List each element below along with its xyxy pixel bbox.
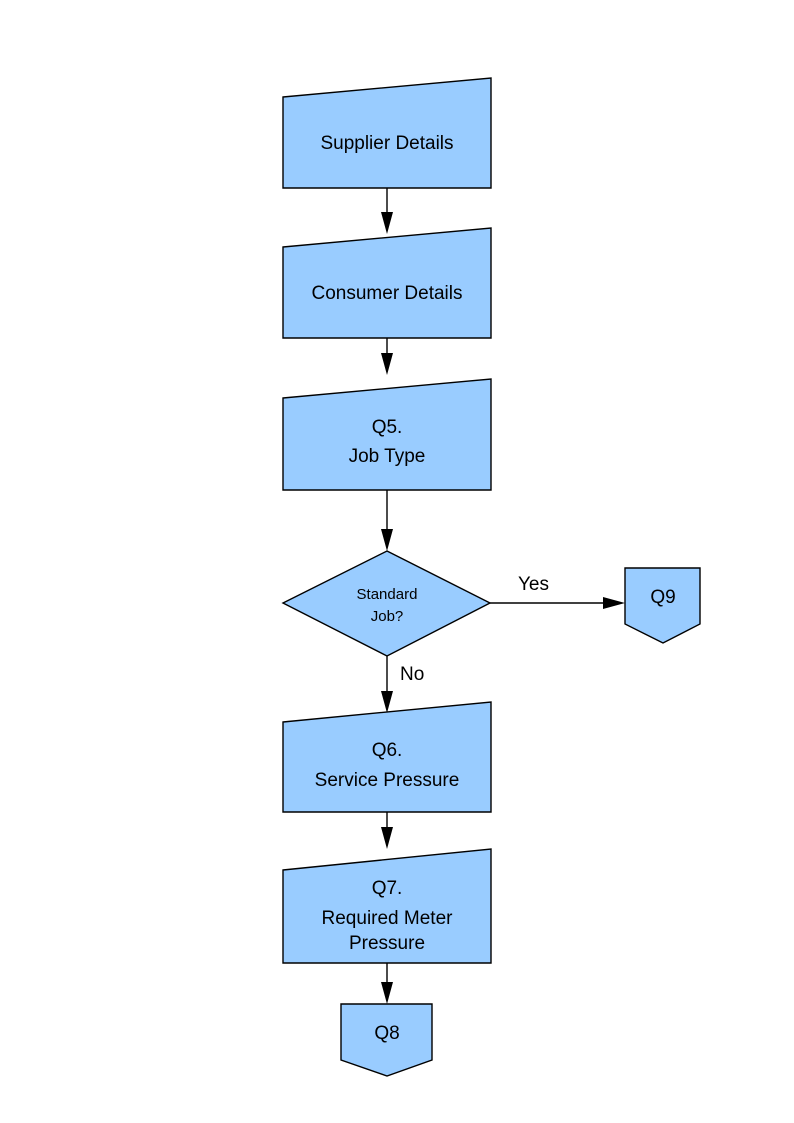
node-q8-shape[interactable]: [340, 1003, 433, 1077]
node-q8-label: Q8: [374, 1023, 399, 1044]
node-q5-job-type-shape[interactable]: [282, 378, 492, 491]
node-q7-required-meter-pressure[interactable]: Q7. Required Meter Pressure: [282, 848, 492, 964]
node-q6-service-pressure[interactable]: Q6. Service Pressure: [282, 701, 492, 813]
node-q5-job-type[interactable]: Q5. Job Type: [282, 378, 492, 491]
node-q7-required-meter-pressure-label-line3: Pressure: [349, 933, 425, 954]
node-q9-label: Q9: [650, 587, 675, 608]
node-q6-service-pressure-label-line2: Service Pressure: [315, 770, 460, 791]
edge-q5-to-decision: [381, 490, 393, 551]
edge-decision-no-to-q6: No: [381, 656, 424, 713]
node-q9-shape[interactable]: [624, 567, 701, 644]
node-standard-job-decision-shape[interactable]: [281, 550, 492, 657]
edge-consumer-to-q5: [381, 338, 393, 375]
node-supplier-details-label: Supplier Details: [320, 133, 453, 154]
node-q9[interactable]: Q9: [624, 567, 701, 644]
edge-supplier-to-consumer: [381, 188, 393, 234]
node-q7-required-meter-pressure-label-line2: Required Meter: [322, 908, 454, 929]
node-standard-job-decision[interactable]: Standard Job?: [281, 550, 492, 657]
node-supplier-details[interactable]: Supplier Details: [282, 77, 492, 189]
node-consumer-details-label: Consumer Details: [312, 283, 463, 304]
edge-label-no: No: [400, 664, 424, 685]
node-standard-job-decision-label-line1: Standard: [357, 586, 418, 603]
edge-label-yes: Yes: [518, 574, 549, 595]
node-q7-required-meter-pressure-label-line1: Q7.: [372, 878, 403, 899]
edge-decision-yes-to-q9: Yes: [490, 574, 625, 609]
node-q5-job-type-label-line2: Job Type: [349, 446, 426, 467]
node-consumer-details[interactable]: Consumer Details: [282, 227, 492, 339]
node-q6-service-pressure-shape[interactable]: [282, 701, 492, 813]
node-q6-service-pressure-label-line1: Q6.: [372, 740, 403, 761]
node-standard-job-decision-label-line2: Job?: [371, 608, 404, 625]
edge-q7-to-q8: [381, 963, 393, 1004]
edge-q6-to-q7: [381, 812, 393, 849]
node-consumer-details-shape[interactable]: [282, 227, 492, 339]
node-q8[interactable]: Q8: [340, 1003, 433, 1077]
node-q7-required-meter-pressure-shape[interactable]: [282, 848, 492, 964]
node-supplier-details-shape[interactable]: [282, 77, 492, 189]
node-q5-job-type-label-line1: Q5.: [372, 417, 403, 438]
